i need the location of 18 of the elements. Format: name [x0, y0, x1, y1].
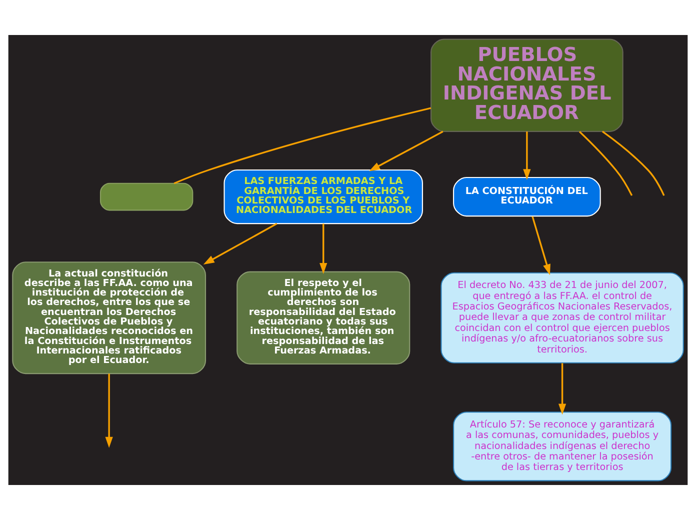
arrow — [532, 216, 550, 276]
node-box: Artículo 57: Se reconoce y garantizará a las comunas, comunidades, pueblos y nacionalidades indígenas el derecho -entre otros- de mantener la posesión de las tierras y territorios — [453, 412, 672, 482]
arrow — [369, 130, 444, 172]
connector — [578, 130, 633, 196]
arrow — [203, 222, 278, 264]
arrow — [320, 224, 328, 274]
node-box: PUEBLOS NACIONALES INDIGENAS DEL ECUADOR — [430, 38, 624, 132]
connector — [602, 130, 665, 196]
node-box: LAS FUERZAS ARMADAS Y LA GARANTÍA DE LOS DERECHOS COLECTIVOS DE LOS PUEBLOS Y NACIONALIDADES DEL ECUADOR — [224, 169, 423, 224]
node-box: LA CONSTITUCIÓN DEL ECUADOR — [453, 176, 601, 217]
node-box: El respeto y el cumplimiento de los derechos son responsabilidad del Estado ecuatoriano y todas sus instituciones, también son responsabilidad de las Fuerzas Armadas. — [236, 271, 410, 364]
arrow — [105, 374, 113, 448]
connector — [174, 107, 432, 184]
node-box: La actual constitución describe a las FF.AA. como una institución de protección de los derechos, entre los que se encuentran los Derechos Colectivos de Pueblos y Nacionalidades reconocidos en la Constitución e Instrumentos Internacionales ratificados por el Ecuador. — [12, 262, 206, 374]
node-box: El decreto No. 433 de 21 de junio del 2007, que entregó a las FF.AA. el control de Espacios Geográficos Nacionales Reservados, puede llevar a que zonas de control militar coincidan con el control que ejercen pueblos indígenas y/o afro-ecuatorianos sobre sus territorios. — [440, 272, 684, 364]
arrow — [558, 363, 566, 415]
node-box — [100, 182, 194, 211]
arrow — [523, 132, 531, 180]
